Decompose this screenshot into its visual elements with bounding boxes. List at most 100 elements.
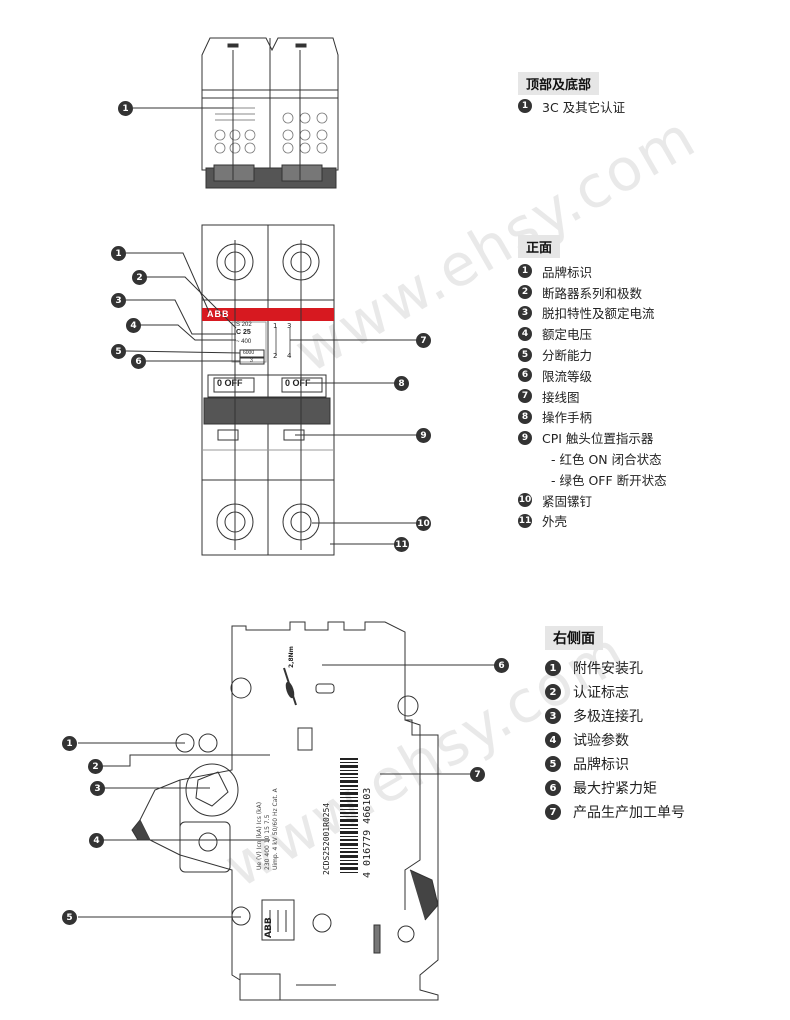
- callout-front-6: 6: [131, 354, 146, 369]
- handle-label-2: 0 OFF: [285, 378, 311, 388]
- legend-label: 多极连接孔: [573, 709, 643, 725]
- callout-front-9: 9: [416, 428, 431, 443]
- series-label: S 202: [236, 322, 252, 328]
- legend-item: 4 试验参数: [545, 728, 685, 752]
- legend-num: 4: [545, 732, 561, 748]
- section-title-front: 正面: [518, 235, 561, 258]
- side-test-params: Ue (V) Icn (kA) Ics (kA) 230 400 10 15 7…: [256, 788, 280, 870]
- legend-label: 紧固镙钉: [542, 493, 593, 509]
- callout-front-7: 7: [416, 333, 431, 348]
- callout-front-5: 5: [111, 344, 126, 359]
- legend-item: 5 分断能力: [518, 344, 667, 365]
- breaking-label: 6000: [243, 350, 255, 356]
- param-230: 230: [264, 858, 271, 870]
- param-400: 400: [264, 845, 271, 857]
- callout-front-4: 4: [126, 318, 141, 333]
- legend-top-bottom: 1 3C 及其它认证: [518, 96, 625, 117]
- legend-num: 3: [545, 708, 561, 724]
- legend-label: 操作手柄: [542, 410, 593, 426]
- section-title-top-bottom: 顶部及底部: [518, 72, 600, 95]
- callout-side-3: 3: [90, 781, 105, 796]
- terminal-top-1: 1: [273, 322, 278, 330]
- handle-label-1: 0 OFF: [217, 378, 243, 388]
- legend-num: 2: [545, 684, 561, 700]
- callout-side-5: 5: [62, 910, 77, 925]
- legend-label: 断路器系列和极数: [542, 285, 643, 301]
- torque-label: 2,8Nm: [288, 646, 295, 668]
- legend-label: CPI 触头位置指示器: [542, 431, 654, 447]
- legend-label: - 红色 ON 闭合状态: [551, 452, 662, 468]
- legend-label: 品牌标识: [573, 757, 629, 773]
- legend-num: 5: [518, 347, 532, 362]
- callout-front-3: 3: [111, 293, 126, 308]
- param-7-5: 7.5: [264, 814, 271, 825]
- legend-label: 脱扣特性及额定电流: [542, 306, 655, 322]
- callout-front-10: 10: [416, 516, 431, 531]
- callout-front-11: 11: [394, 537, 409, 552]
- legend-num: 6: [518, 368, 532, 383]
- terminal-bottom-2: 2: [273, 352, 278, 360]
- section-title-right-side: 右侧面: [545, 626, 603, 650]
- legend-label: 外壳: [542, 514, 568, 530]
- legend-item: 11 外壳: [518, 511, 667, 532]
- callout-front-8: 8: [394, 376, 409, 391]
- callout-front-1: 1: [111, 246, 126, 261]
- callout-top-1: 1: [118, 101, 133, 116]
- callout-side-4: 4: [89, 833, 104, 848]
- callout-side-1: 1: [62, 736, 77, 751]
- screwdriver-icon: [283, 667, 297, 706]
- legend-num: 1: [545, 660, 561, 676]
- legend-item: 1 附件安装孔: [545, 656, 685, 680]
- legend-label: 接线图: [542, 389, 580, 405]
- legend-num: 9: [518, 430, 532, 445]
- legend-label: - 绿色 OFF 断开状态: [551, 472, 667, 488]
- legend-num: 1: [518, 264, 532, 279]
- legend-label: 额定电压: [542, 327, 593, 343]
- param-hz: 50/60 Hz: [272, 808, 279, 836]
- legend-label: 3C 及其它认证: [542, 99, 626, 115]
- legend-num: 8: [518, 409, 532, 424]
- legend-label: 限流等级: [542, 368, 593, 384]
- legend-label: 附件安装孔: [573, 661, 643, 677]
- side-brand-logo: ABB: [264, 917, 274, 938]
- legend-num: 6: [545, 780, 561, 796]
- barcode-code: 2CDS252001R0254: [322, 802, 331, 875]
- legend-label: 试验参数: [573, 733, 629, 749]
- rating-label: C 25: [236, 329, 251, 336]
- callout-side-7: 7: [470, 767, 485, 782]
- side-view-drawing: [78, 621, 497, 1001]
- legend-label: 分断能力: [542, 348, 593, 364]
- legend-item: 8 操作手柄: [518, 407, 667, 428]
- legend-item: 9 CPI 触头位置指示器: [518, 427, 667, 448]
- top-view-drawing: [133, 37, 339, 189]
- legend-subitem: - 红色 ON 闭合状态: [518, 448, 667, 469]
- param-10: 10: [264, 835, 271, 844]
- legend-item: 6 限流等级: [518, 365, 667, 386]
- param-uimp: Uimp.: [272, 852, 279, 870]
- param-cat: Cat. A: [272, 788, 279, 807]
- param-4kv: 4 kV: [272, 837, 279, 851]
- callout-front-2: 2: [132, 270, 147, 285]
- terminal-top-3: 3: [287, 322, 292, 330]
- legend-subitem: - 绿色 OFF 断开状态: [518, 469, 667, 490]
- legend-label: 产品生产加工单号: [573, 805, 685, 821]
- terminal-bottom-4: 4: [287, 352, 292, 360]
- front-view-drawing: [125, 224, 418, 556]
- legend-item: 2 断路器系列和极数: [518, 282, 667, 303]
- barcode-icon: [340, 758, 358, 873]
- legend-item: 1 3C 及其它认证: [518, 96, 625, 117]
- legend-num: 5: [545, 756, 561, 772]
- legend-num: 2: [518, 285, 532, 300]
- legend-num: 11: [518, 513, 532, 528]
- barcode-number: 4 016779 466103: [362, 787, 373, 878]
